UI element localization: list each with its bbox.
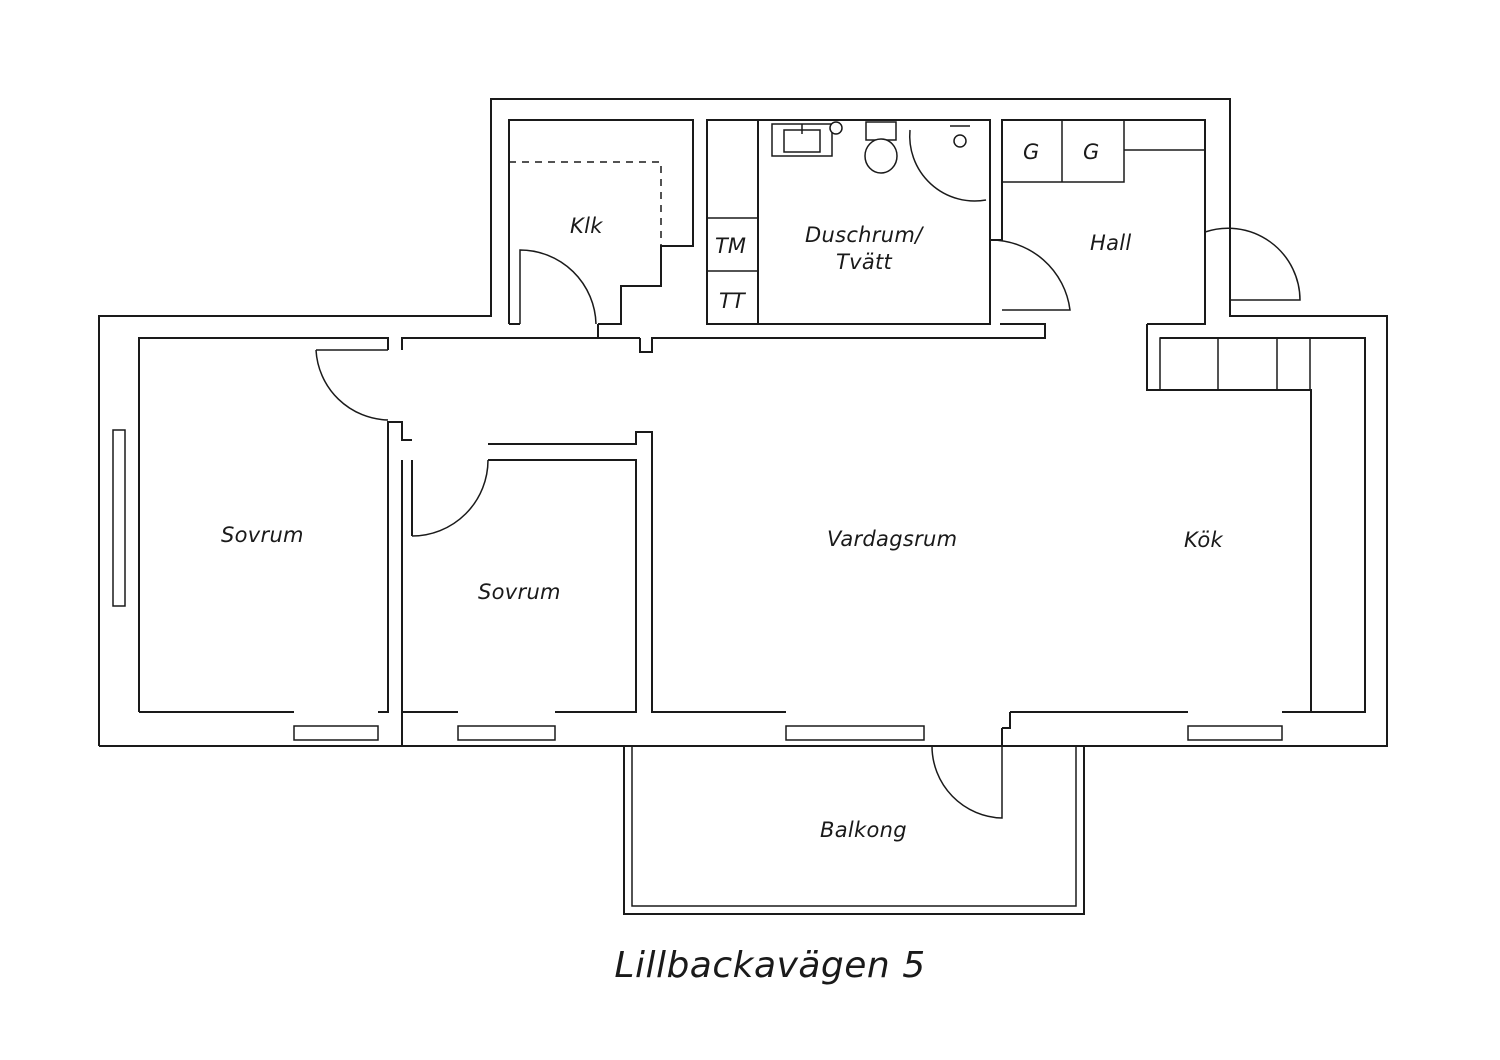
label-vardagsrum: Vardagsrum xyxy=(827,527,957,551)
outer-walls xyxy=(98,98,1388,747)
shower-head-icon xyxy=(953,134,967,148)
bedroom-2-door-swing xyxy=(411,459,489,537)
fixture-labels: TM TT G G xyxy=(715,140,1099,313)
klk-room xyxy=(508,119,694,325)
window-bedroom-1 xyxy=(293,725,379,741)
toilet-icon xyxy=(865,121,897,141)
label-tt: TT xyxy=(719,289,747,313)
label-hall: Hall xyxy=(1090,231,1132,255)
klk-door-swing xyxy=(519,249,597,325)
window-west xyxy=(112,429,126,607)
south-windows xyxy=(293,725,1283,741)
label-g1: G xyxy=(1023,140,1039,164)
shower-curtain-icon xyxy=(908,129,987,202)
entrance-door-swing xyxy=(1204,227,1301,301)
label-klk: Klk xyxy=(570,214,603,238)
label-duschrum-1: Duschrum/ xyxy=(805,223,924,247)
bedroom-2 xyxy=(401,431,786,746)
bathroom xyxy=(706,119,1071,325)
plan-title: Lillbackavägen 5 xyxy=(614,945,926,986)
room-labels: Klk Duschrum/ Tvätt Hall Sovrum Sovrum V… xyxy=(221,214,1223,842)
label-duschrum-2: Tvätt xyxy=(836,250,893,274)
kitchen-counters xyxy=(1159,337,1311,391)
bedroom-1 xyxy=(112,349,412,713)
bedroom-1-door-swing xyxy=(315,349,389,421)
window-living xyxy=(785,725,925,741)
label-g2: G xyxy=(1083,140,1099,164)
label-kok: Kök xyxy=(1184,528,1223,552)
balcony-door-swing xyxy=(931,745,1003,819)
window-kitchen xyxy=(1187,725,1283,741)
bathroom-door-swing xyxy=(989,239,1071,311)
hall-cupboards xyxy=(1001,119,1301,301)
label-tm: TM xyxy=(715,234,746,258)
label-sovrum-2: Sovrum xyxy=(478,580,561,604)
label-sovrum-1: Sovrum xyxy=(221,523,304,547)
label-balkong: Balkong xyxy=(820,818,907,842)
living-south-wall xyxy=(1001,711,1188,746)
window-bedroom-2 xyxy=(457,725,556,741)
balcony xyxy=(623,745,1085,915)
